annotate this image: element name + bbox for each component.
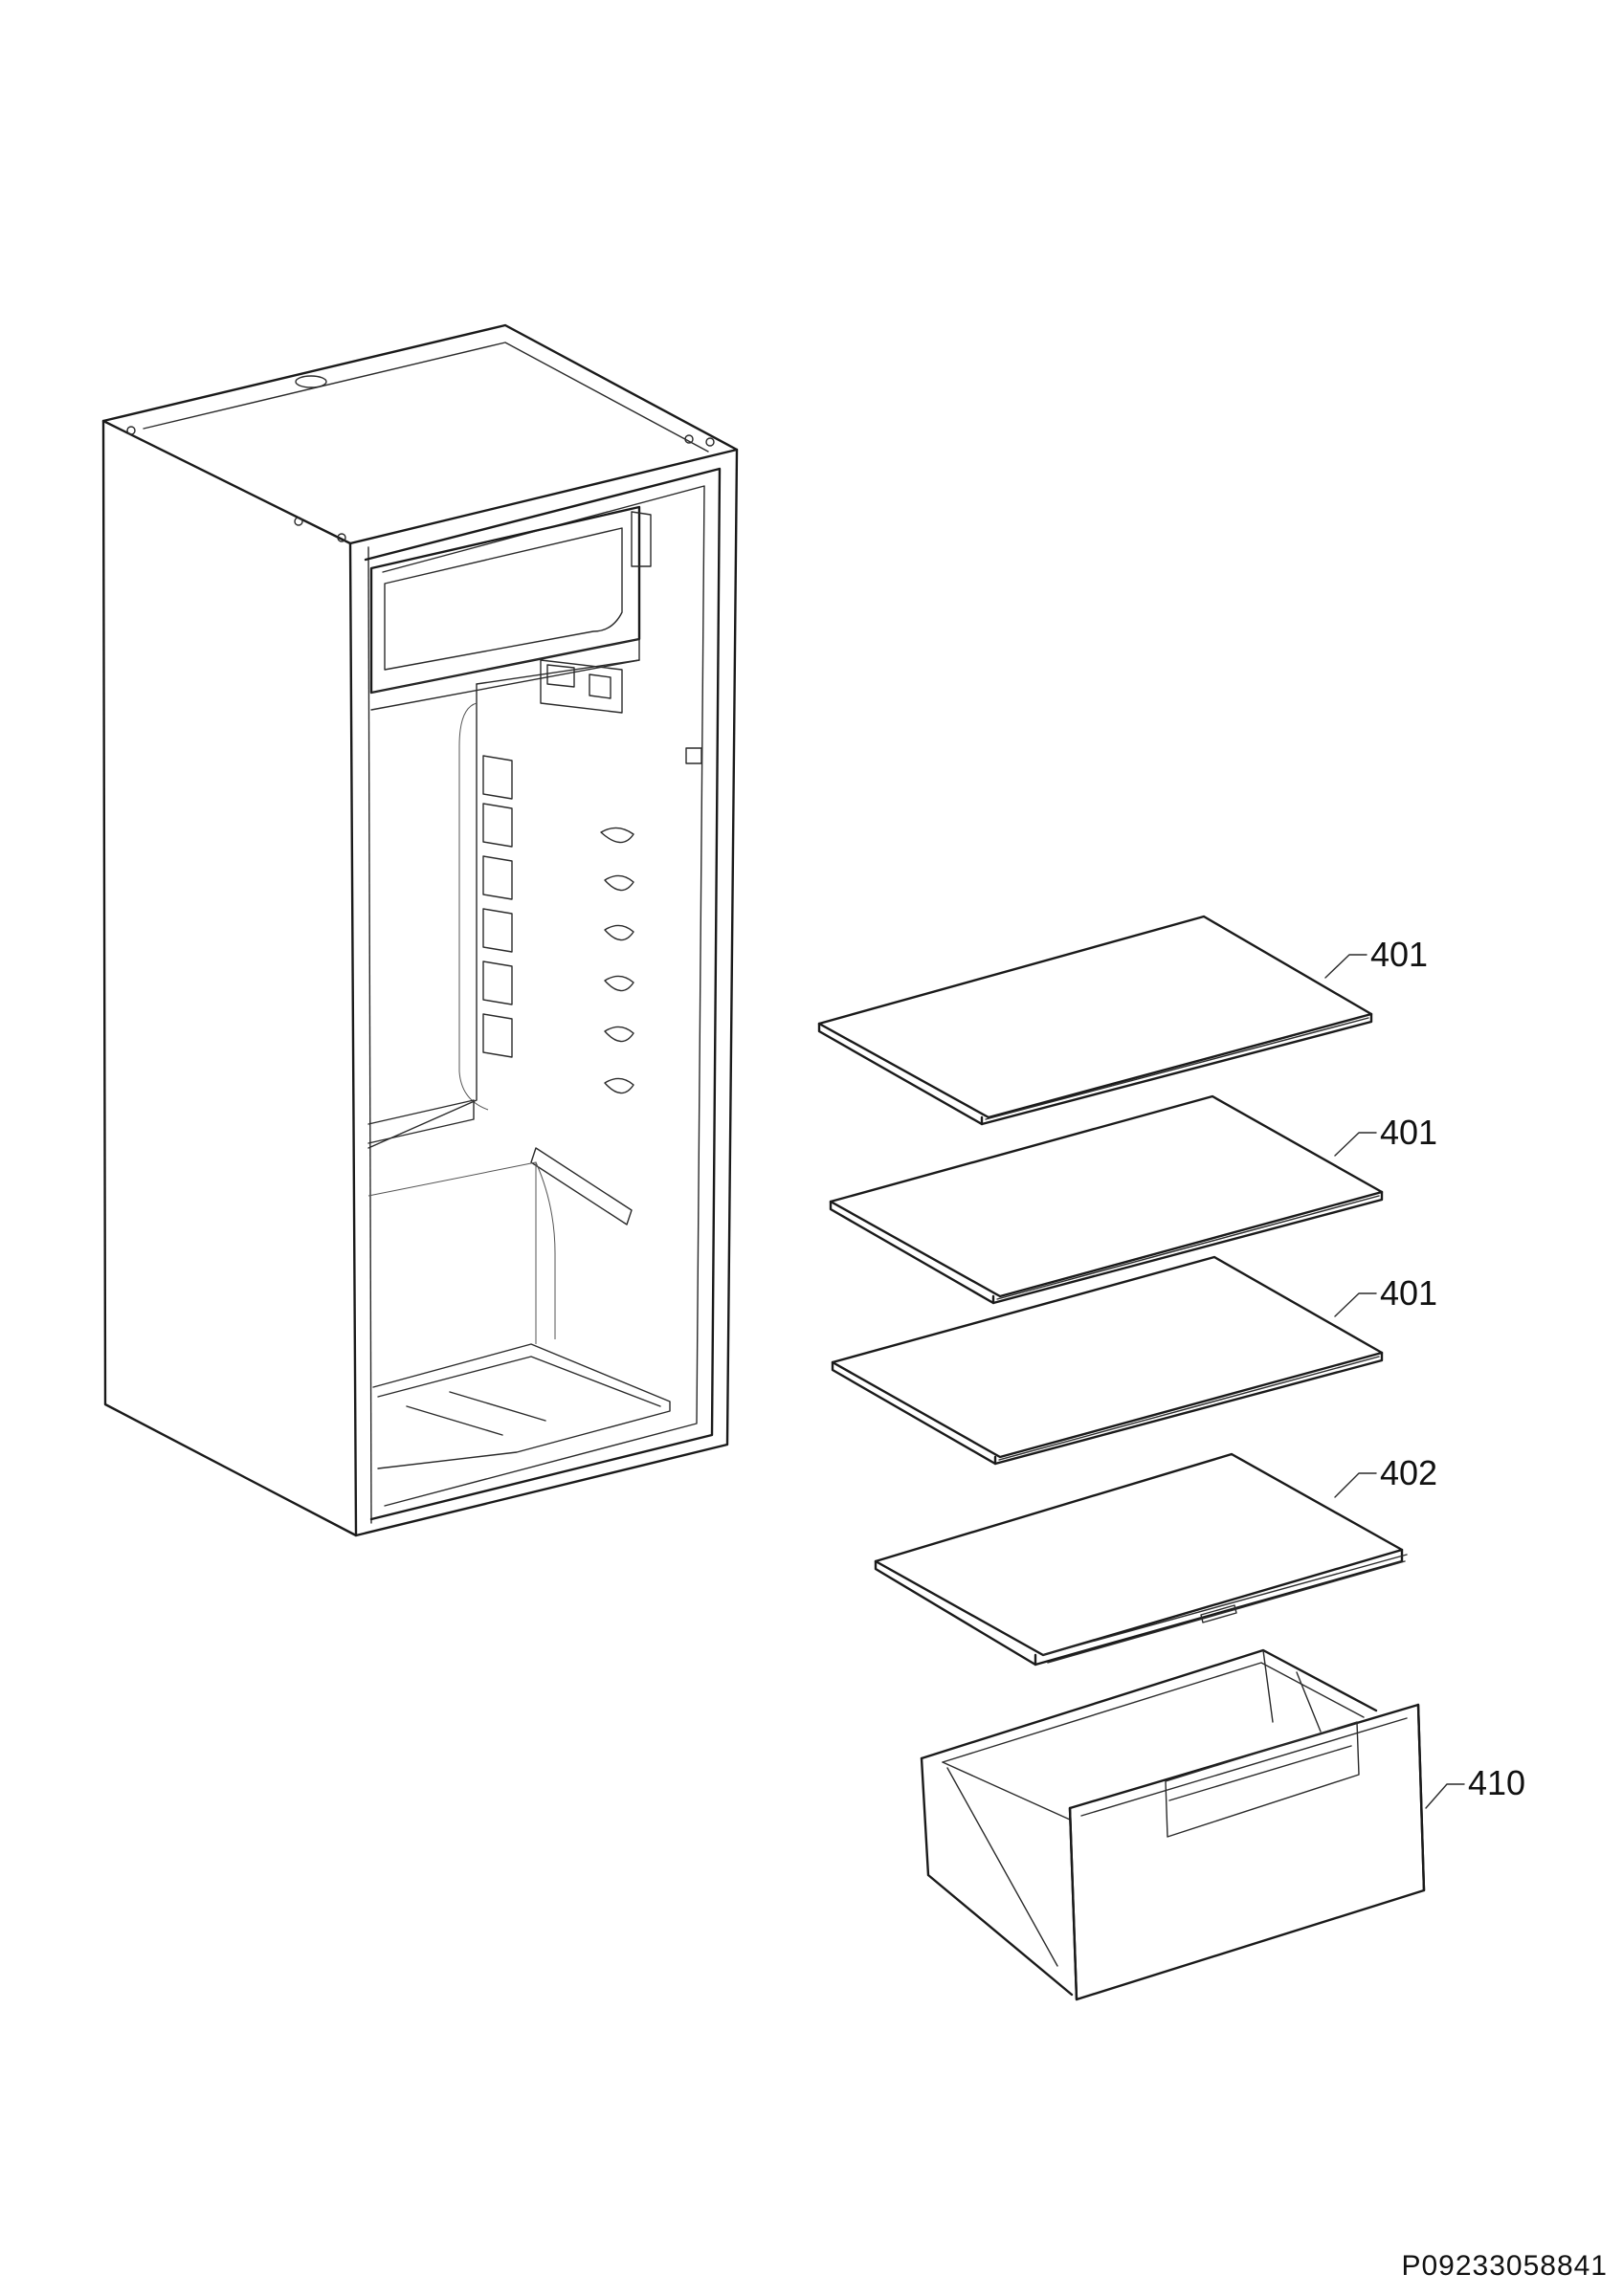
shelf-support-notches	[600, 827, 634, 1094]
callout-401-shelf-2: 401	[1334, 1113, 1437, 1157]
crisper-drawer[interactable]	[920, 1648, 1426, 2001]
crisper-cover-shelf[interactable]	[874, 1452, 1408, 1667]
callout-401-shelf-3: 401	[1334, 1273, 1437, 1317]
callout-410: 410	[1425, 1763, 1525, 1809]
shelf-support-rail	[482, 755, 513, 1058]
document-id: P09233058841	[1401, 2250, 1608, 2282]
callout-label: 402	[1380, 1453, 1437, 1492]
glass-shelf-1[interactable]	[817, 915, 1373, 1126]
callout-label: 401	[1370, 935, 1428, 974]
glass-shelf-2[interactable]	[829, 1094, 1384, 1305]
callout-label: 401	[1380, 1273, 1437, 1313]
glass-shelf-3[interactable]	[831, 1255, 1384, 1466]
callout-402: 402	[1334, 1453, 1437, 1498]
callout-label: 401	[1380, 1113, 1437, 1152]
callout-401-shelf-1: 401	[1324, 935, 1428, 979]
refrigerator-cabinet	[101, 323, 739, 1537]
callout-label: 410	[1468, 1763, 1525, 1802]
